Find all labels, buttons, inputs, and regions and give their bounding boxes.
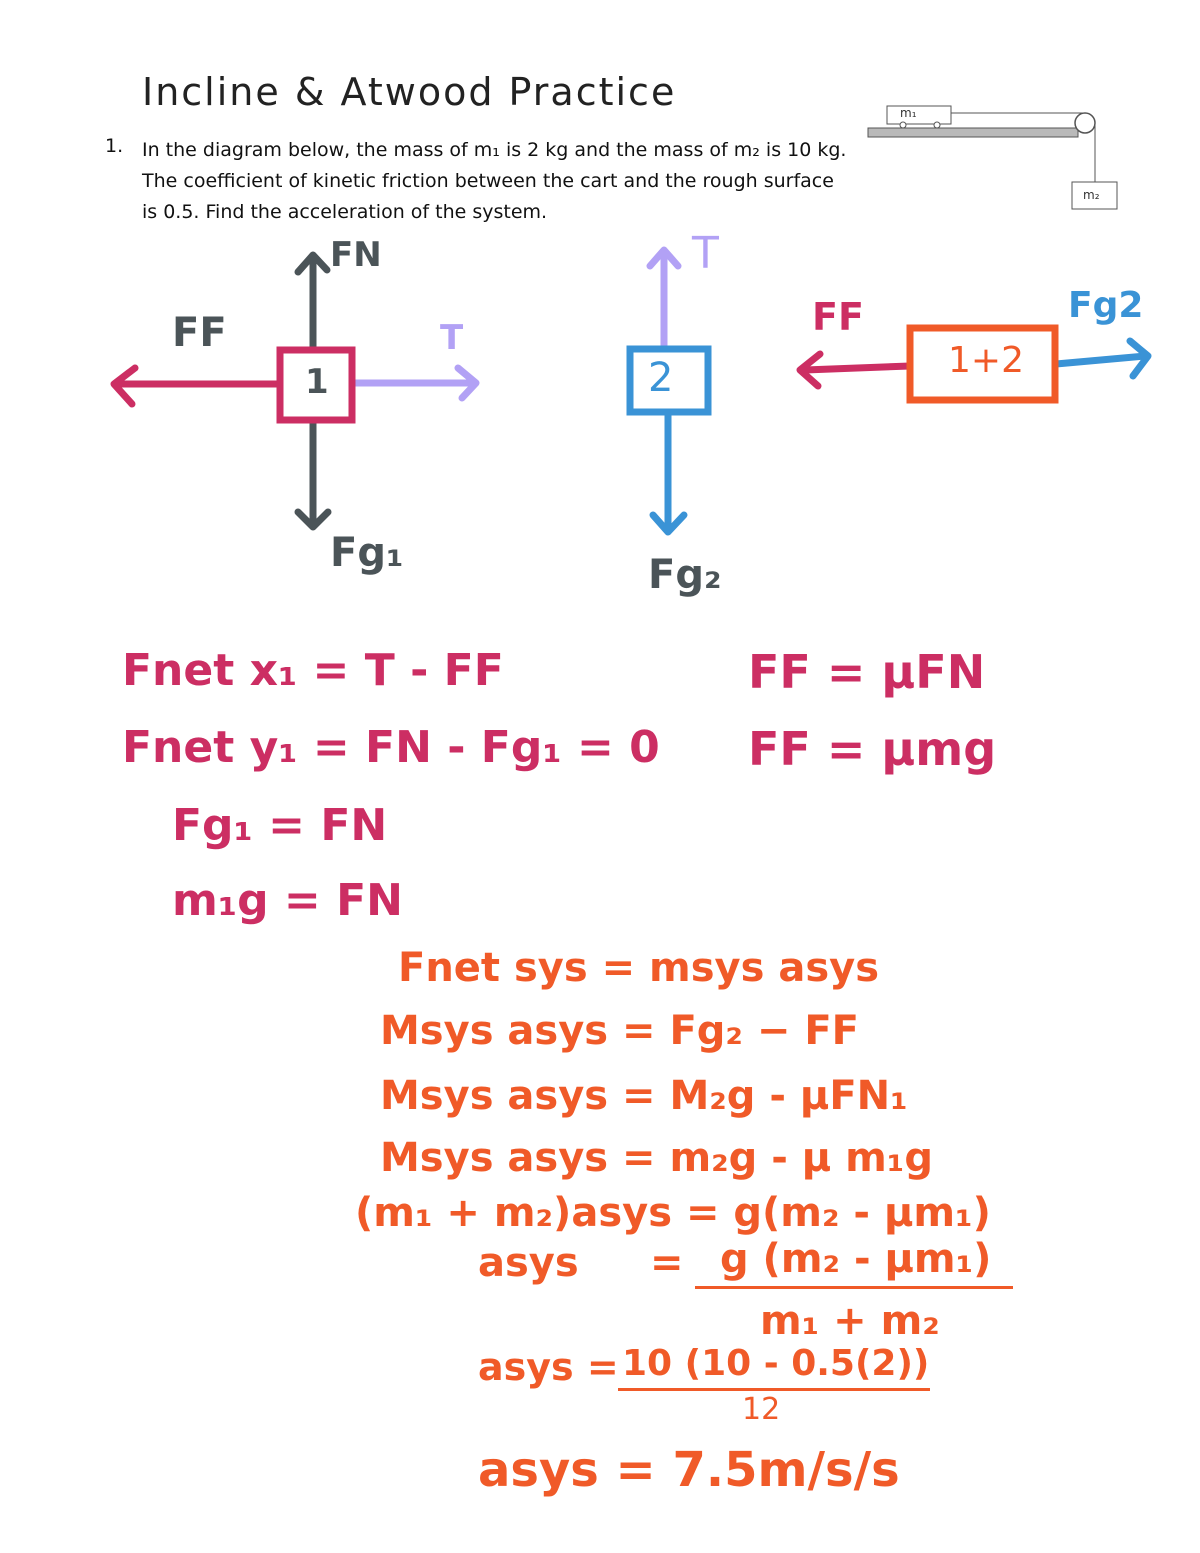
- eq-fnet-y1: Fnet y₁ = FN - Fg₁ = 0: [122, 722, 660, 773]
- eq-fnet-x1: Fnet x₁ = T - FF: [122, 645, 504, 696]
- asys-numerator: g (m₂ - μm₁): [720, 1236, 992, 1282]
- m2-label: m₂: [1083, 188, 1100, 202]
- eq-m1g-fn: m₁g = FN: [172, 875, 403, 926]
- fraction-bar: [618, 1388, 930, 1391]
- eq-sys-4: Msys asys = m₂g - μ m₁g: [380, 1135, 933, 1181]
- cart-wheel: [933, 121, 941, 129]
- fbd-block-1: [110, 251, 480, 531]
- hanging-mass-m2: [1071, 181, 1118, 210]
- fbd-sys-block-label: 1+2: [948, 340, 1024, 381]
- fbd2-t-label: T: [692, 228, 719, 279]
- fbd1-block-label: 1: [305, 362, 329, 402]
- table-surface: [867, 127, 1079, 138]
- final-answer: asys = 7.5m/s/s: [478, 1442, 900, 1498]
- block-1-plus-2: [906, 324, 1059, 404]
- eq-sys-3: Msys asys = M₂g - μFN₁: [380, 1073, 908, 1119]
- fbd1-ff-label: FF: [172, 310, 227, 356]
- fbd-block-2: [626, 246, 712, 536]
- page-title: Incline & Atwood Practice: [142, 70, 677, 114]
- eq-friction-2: FF = μmg: [748, 722, 997, 776]
- fbd1-t-label: T: [440, 318, 464, 358]
- question-text: In the diagram below, the mass of m₁ is …: [142, 139, 847, 223]
- asys-num-lhs: asys =: [478, 1345, 619, 1389]
- fbd-system: [796, 324, 1152, 404]
- fbd-sys-ff-label: FF: [812, 295, 864, 339]
- asys-lhs: asys: [478, 1240, 579, 1286]
- fbd1-fg-label: Fg₁: [330, 530, 404, 576]
- asys-denominator: m₁ + m₂: [760, 1298, 940, 1344]
- eq-sys-5: (m₁ + m₂)asys = g(m₂ - μm₁): [355, 1190, 991, 1236]
- block-2: [626, 345, 712, 416]
- asys-num-denominator: 12: [742, 1392, 781, 1427]
- fbd2-fg-label: Fg₂: [648, 552, 722, 598]
- eq-sys-2: Msys asys = Fg₂ − FF: [380, 1008, 859, 1054]
- ff-arrow: [801, 362, 914, 374]
- fraction-bar: [695, 1286, 1013, 1289]
- eq-sys-1: Fnet sys = msys asys: [398, 945, 880, 991]
- cart-wheel: [899, 121, 907, 129]
- asys-num-numerator: 10 (10 - 0.5(2)): [622, 1343, 930, 1384]
- fbd1-fn-label: FN: [330, 235, 382, 275]
- fbd2-block-label: 2: [648, 355, 674, 401]
- question-number: 1.: [105, 135, 124, 157]
- asys-equals: =: [650, 1240, 684, 1286]
- eq-friction-1: FF = μFN: [748, 645, 986, 699]
- m1-label: m₁: [900, 106, 917, 120]
- fg2-arrow: [1052, 352, 1149, 368]
- fbd-sys-fg-label: Fg2: [1068, 285, 1144, 326]
- cart-m1: [886, 105, 952, 125]
- block-1: [276, 346, 356, 424]
- eq-fg1-fn: Fg₁ = FN: [172, 800, 388, 851]
